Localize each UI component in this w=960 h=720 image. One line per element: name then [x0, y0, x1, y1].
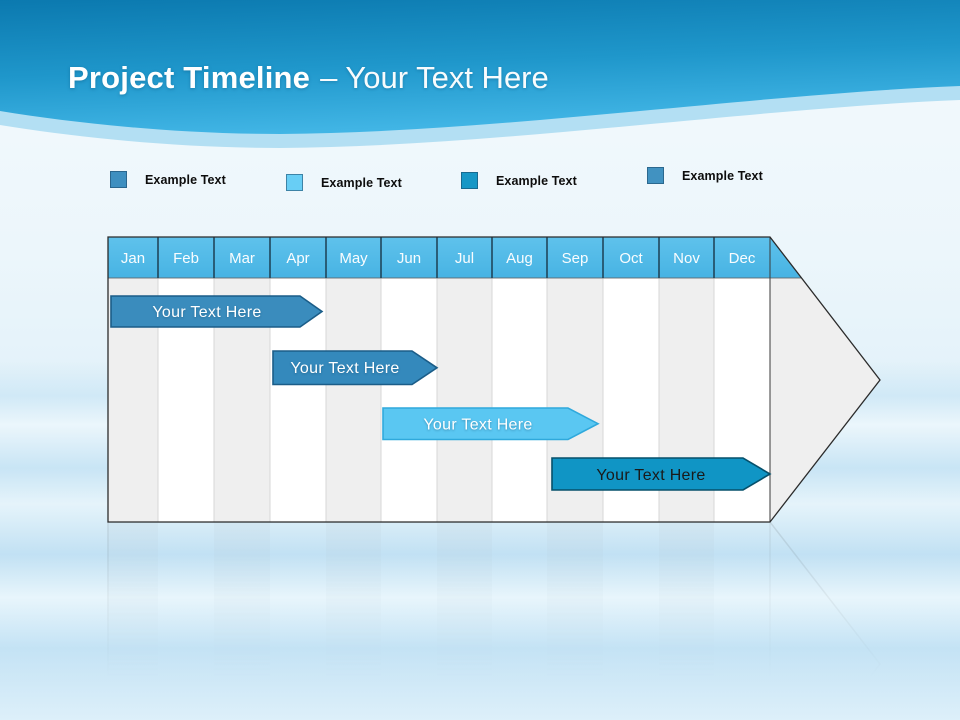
legend-swatch [461, 172, 478, 189]
legend-item-1: Example Text [110, 171, 226, 188]
legend-item-2: Example Text [286, 174, 402, 191]
legend-swatch [647, 167, 664, 184]
arrow-head-fill [770, 237, 880, 522]
legend-item-4: Example Text [647, 167, 763, 184]
slide-title: Project Timeline – Your Text Here [68, 60, 549, 96]
header-wave-shape [0, 0, 960, 134]
legend-label[interactable]: Example Text [321, 175, 402, 190]
month-label: Feb [173, 250, 199, 267]
grid-column-stripe [326, 278, 381, 522]
legend-label[interactable]: Example Text [682, 168, 763, 183]
legend-swatch [110, 171, 127, 188]
timeline-table: Jan Feb Mar Apr May Jun Jul Aug Sep Oct … [107, 236, 881, 523]
month-label: Sep [562, 250, 589, 267]
month-label: Mar [229, 250, 255, 267]
month-header-band [108, 237, 880, 278]
month-label: Jan [121, 250, 145, 267]
legend-label[interactable]: Example Text [496, 173, 577, 188]
task-bar-label[interactable]: Your Text Here [423, 417, 532, 434]
task-bar-shape[interactable] [382, 407, 600, 441]
month-label: Dec [729, 250, 756, 267]
task-bar-2[interactable]: Your Text Here [272, 350, 439, 386]
month-label: Nov [673, 250, 700, 267]
legend-swatch [286, 174, 303, 191]
month-label: May [339, 250, 368, 267]
month-header-labels: Jan Feb Mar Apr May Jun Jul Aug Sep Oct … [121, 250, 756, 267]
grid-column-stripe [437, 278, 492, 522]
task-bar-shape[interactable] [272, 350, 439, 386]
slide-title-placeholder[interactable]: – Your Text Here [320, 60, 549, 95]
month-label: Jul [455, 250, 474, 267]
task-bar-1[interactable]: Your Text Here [110, 295, 324, 328]
slide-title-main: Project Timeline [68, 60, 311, 95]
legend-label[interactable]: Example Text [145, 172, 226, 187]
legend-item-3: Example Text [461, 172, 577, 189]
task-bar-shape[interactable] [551, 457, 772, 491]
month-header-dividers [157, 237, 715, 278]
task-bars: Your Text Here Your Text Here Your Text … [110, 295, 772, 491]
header-wave [0, 0, 960, 148]
month-label: Apr [286, 250, 309, 267]
month-label: Aug [506, 250, 533, 267]
task-bar-label[interactable]: Your Text Here [596, 467, 705, 484]
task-bar-label[interactable]: Your Text Here [290, 360, 399, 377]
task-bar-3[interactable]: Your Text Here [382, 407, 600, 441]
table-reflection [107, 521, 881, 720]
month-label: Oct [619, 250, 643, 267]
task-bar-label[interactable]: Your Text Here [152, 304, 261, 321]
timeline-arrow-outline [107, 236, 881, 523]
month-label: Jun [397, 250, 421, 267]
task-bar-4[interactable]: Your Text Here [551, 457, 772, 491]
task-bar-shape[interactable] [110, 295, 324, 328]
